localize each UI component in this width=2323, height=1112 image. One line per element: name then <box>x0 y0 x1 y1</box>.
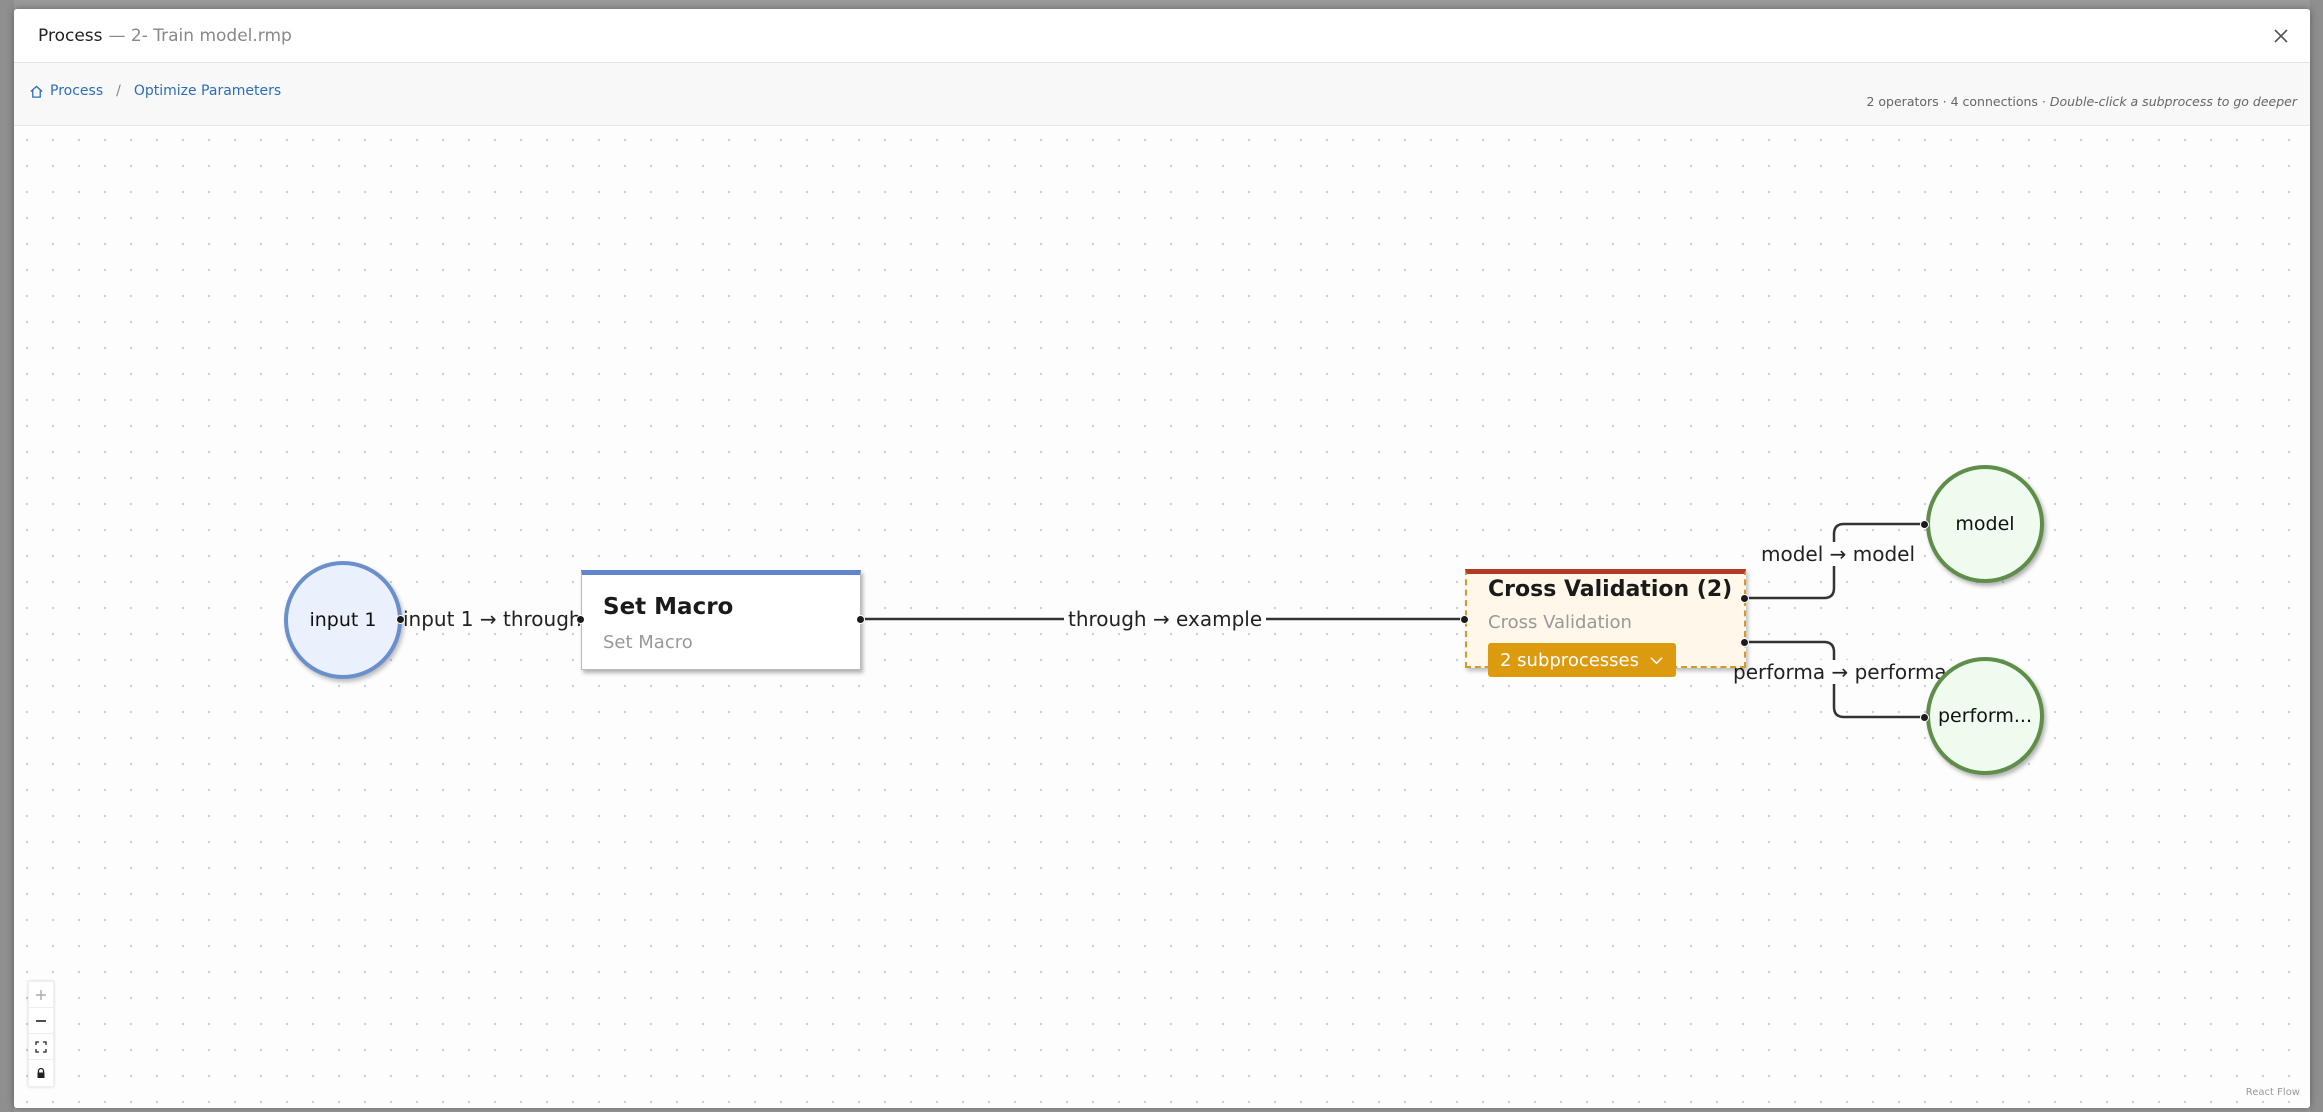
set-macro-subtitle: Set Macro <box>603 632 693 653</box>
output-model-label: model <box>1955 513 2015 535</box>
input-node-source-handle[interactable] <box>396 615 405 624</box>
edge-label-through-example: through → example <box>1064 607 1267 631</box>
set-macro-node[interactable]: Set Macro Set Macro <box>581 570 861 670</box>
input-node-label: input 1 <box>309 609 377 631</box>
fit-view-icon <box>35 1040 47 1053</box>
set-macro-title: Set Macro <box>603 594 734 620</box>
cross-validation-title: Cross Validation (2) <box>1488 577 1733 602</box>
subprocesses-dropdown-button[interactable]: 2 subprocesses <box>1488 643 1677 677</box>
cross-validation-model-handle[interactable] <box>1740 594 1749 603</box>
edge-label-input-through: input 1 → through <box>399 607 586 631</box>
edge-label-model-model: model → model <box>1757 542 1920 566</box>
zoom-out-button[interactable] <box>29 1008 53 1034</box>
edge-label-performa-performa: performa → performa <box>1729 660 1951 684</box>
fit-view-button[interactable] <box>29 1034 53 1060</box>
output-model-target-handle[interactable] <box>1920 520 1929 529</box>
chevron-down-icon <box>1650 656 1663 664</box>
process-modal: Process — 2- Train model.rmp Process / O… <box>14 9 2310 1108</box>
stats-summary: 2 operators · 4 connections · <box>1866 94 2050 109</box>
background-app-left-edge <box>0 0 14 1112</box>
process-toolbar: Process / Optimize Parameters 2 operator… <box>14 63 2310 126</box>
react-flow-attribution[interactable]: React Flow <box>2245 1087 2300 1098</box>
lock-button[interactable] <box>29 1060 53 1086</box>
lock-icon <box>37 1067 45 1078</box>
background-app-right-edge <box>2310 0 2323 1112</box>
subprocesses-button-label: 2 subprocesses <box>1500 649 1640 671</box>
modal-header: Process — 2- Train model.rmp <box>14 9 2310 63</box>
breadcrumb-separator: / <box>116 83 121 99</box>
set-macro-source-handle[interactable] <box>856 615 865 624</box>
input-node[interactable]: input 1 <box>284 561 402 679</box>
cross-validation-target-handle[interactable] <box>1460 615 1469 624</box>
cross-validation-subtitle: Cross Validation <box>1488 612 1632 633</box>
plus-icon <box>36 989 46 1000</box>
breadcrumb-item-optimize-parameters[interactable]: Optimize Parameters <box>133 83 282 99</box>
output-model-node[interactable]: model <box>1926 465 2044 583</box>
minus-icon <box>36 1019 46 1022</box>
set-macro-target-handle[interactable] <box>576 615 585 624</box>
modal-title: Process <box>38 25 103 46</box>
output-performance-target-handle[interactable] <box>1920 713 1929 722</box>
breadcrumb-item-process[interactable]: Process <box>29 83 103 99</box>
stats-hint: Double-click a subprocess to go deeper <box>2049 94 2297 109</box>
flow-controls <box>28 981 54 1087</box>
close-icon <box>2274 29 2288 43</box>
breadcrumb-label-process: Process <box>50 83 104 99</box>
process-stats: 2 operators · 4 connections · Double-cli… <box>1866 94 2297 109</box>
home-icon <box>30 85 43 98</box>
flow-canvas[interactable]: input 1 → through through → example mode… <box>14 127 2310 1108</box>
output-performance-label: perform... <box>1938 705 2032 727</box>
cross-validation-node[interactable]: Cross Validation (2) Cross Validation 2 … <box>1465 569 1746 677</box>
cross-validation-performance-handle[interactable] <box>1740 638 1749 647</box>
close-button[interactable] <box>2268 23 2294 49</box>
zoom-in-button[interactable] <box>29 982 53 1008</box>
output-performance-node[interactable]: perform... <box>1926 657 2044 775</box>
modal-subtitle: — 2- Train model.rmp <box>108 25 292 46</box>
breadcrumb: Process / Optimize Parameters <box>29 83 281 99</box>
